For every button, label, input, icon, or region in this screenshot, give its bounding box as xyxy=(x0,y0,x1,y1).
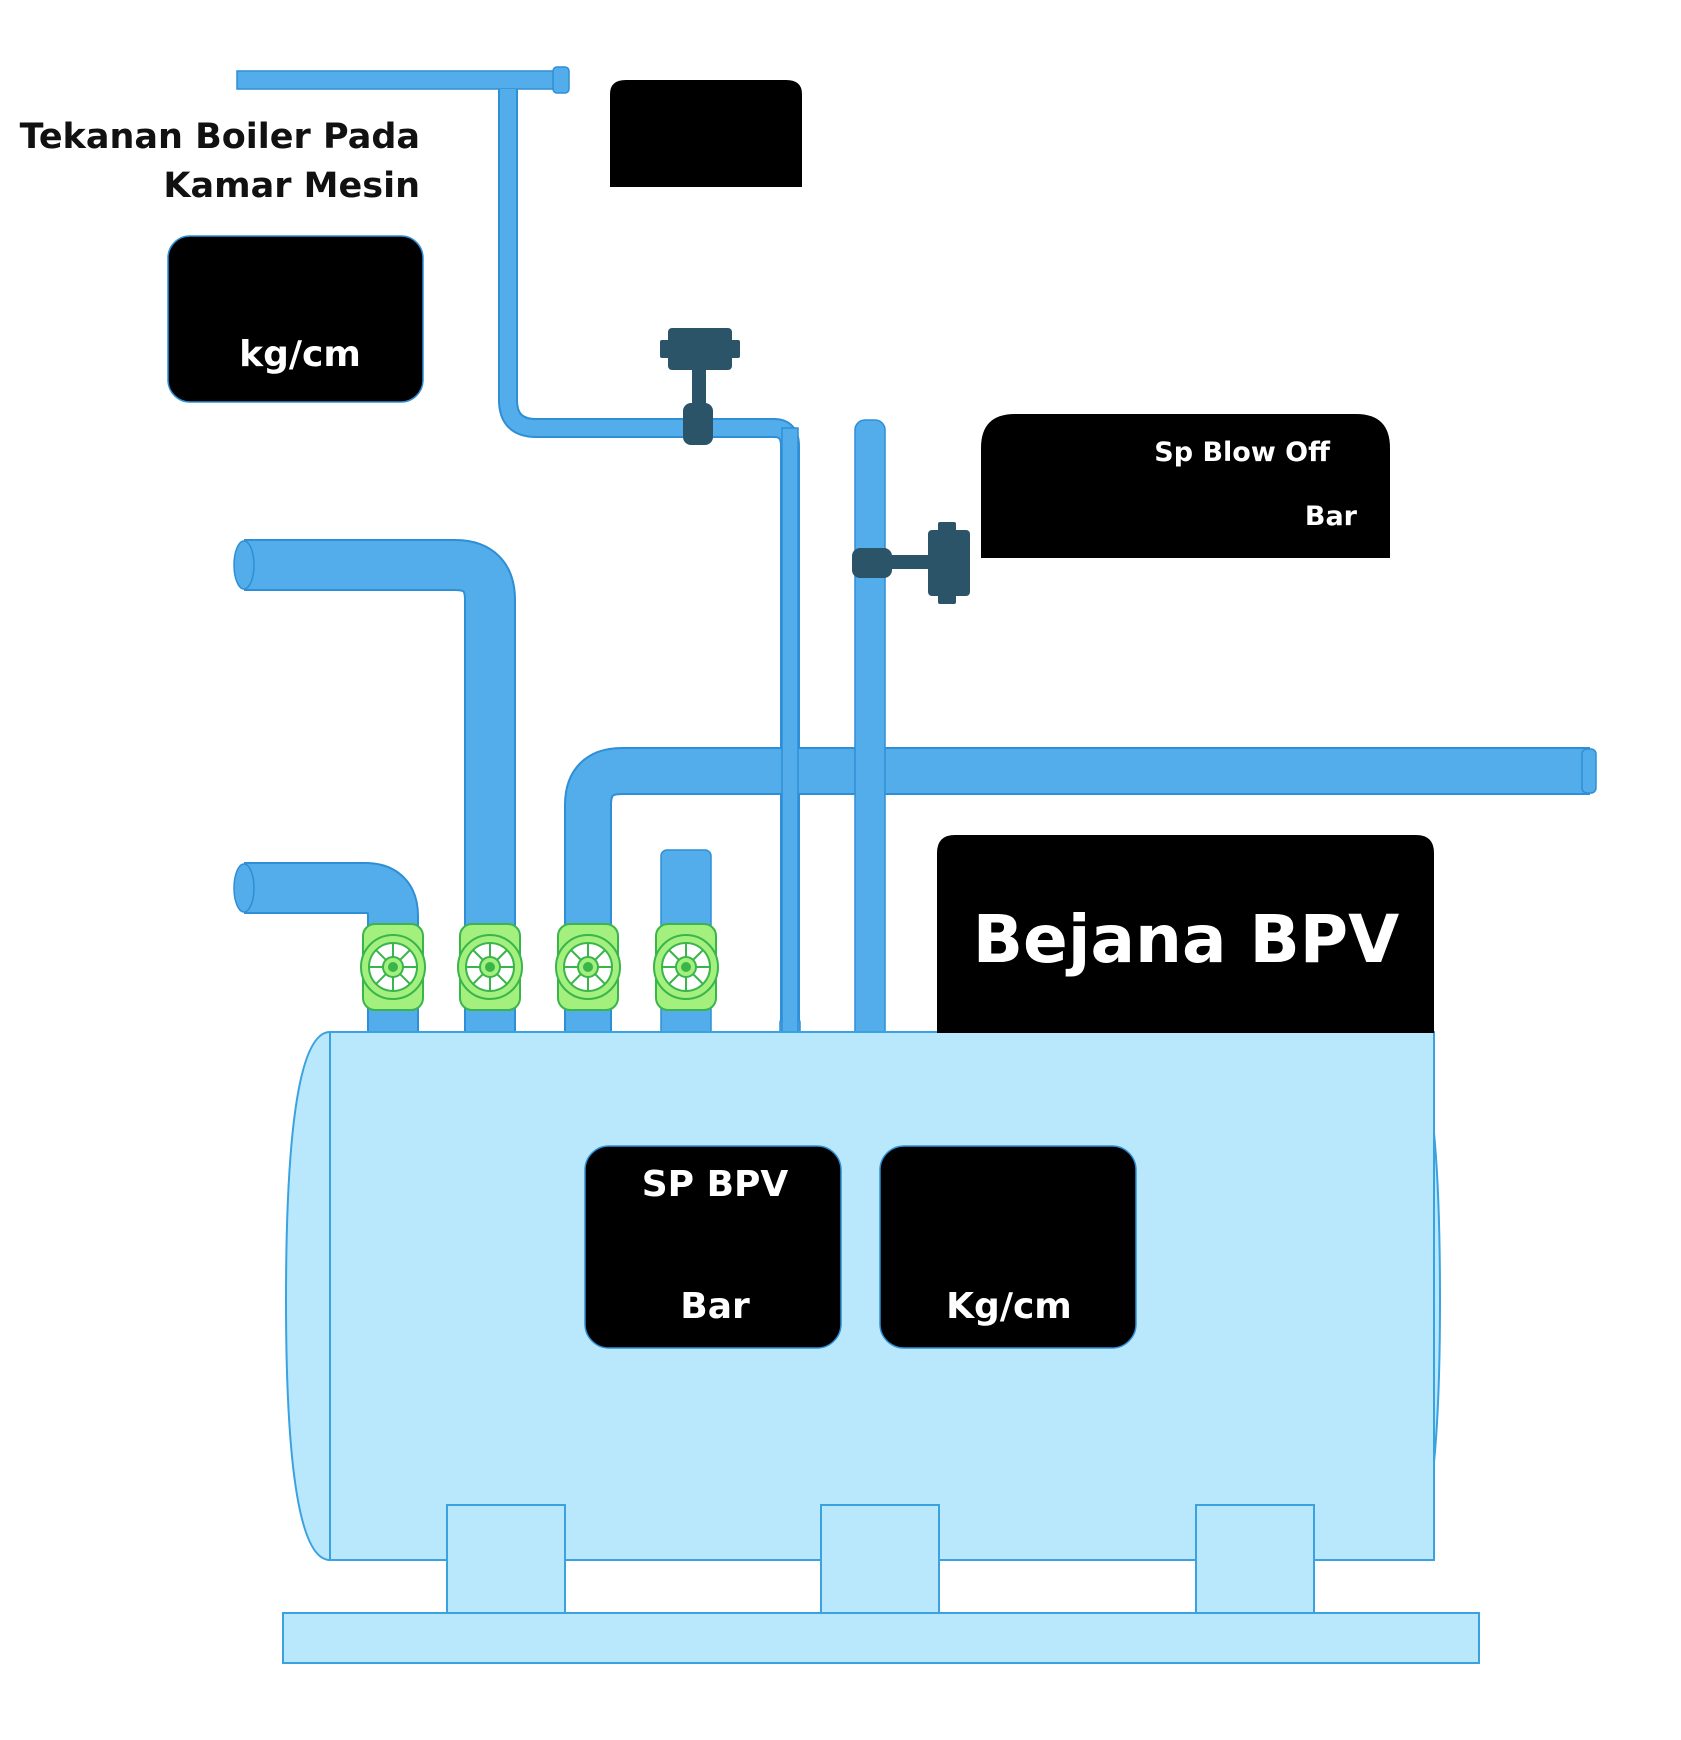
vessel-supports xyxy=(446,1504,1315,1614)
top-display-panel xyxy=(610,80,802,187)
sp-bpv-label: SP BPV xyxy=(642,1164,789,1205)
valve-4-icon[interactable] xyxy=(653,923,719,1011)
vessel-pressure-unit: Kg/cm xyxy=(946,1286,1072,1327)
blow-off-label: Sp Blow Off xyxy=(1154,437,1331,468)
pressure-transmitter-1-icon[interactable] xyxy=(660,328,740,445)
pressure-line-pipe xyxy=(498,89,800,1045)
valve-1-icon[interactable] xyxy=(360,923,426,1011)
vessel-pressure-panel xyxy=(879,1145,1137,1349)
boiler-pressure-unit: kg/cm xyxy=(239,334,361,375)
blow-off-panel xyxy=(981,414,1390,558)
valve-3-icon[interactable] xyxy=(555,923,621,1011)
boiler-pressure-title-line2: Kamar Mesin xyxy=(163,166,420,206)
vessel-body xyxy=(284,1030,1442,1562)
vessel-title-panel xyxy=(937,835,1434,1033)
sp-bpv-panel xyxy=(584,1145,842,1349)
boiler-pressure-title-line1: Tekanan Boiler Pada xyxy=(20,117,420,157)
blow-off-pipe xyxy=(854,419,886,1049)
vessel-base xyxy=(282,1612,1480,1664)
vessel-title: Bejana BPV xyxy=(973,901,1400,978)
valve-2-icon[interactable] xyxy=(457,923,523,1011)
header-pipe xyxy=(236,66,570,94)
pressure-transmitter-2-icon[interactable] xyxy=(852,522,970,604)
boiler-pressure-panel xyxy=(167,235,424,403)
blow-off-unit: Bar xyxy=(1305,501,1358,532)
sp-bpv-unit: Bar xyxy=(680,1286,750,1327)
